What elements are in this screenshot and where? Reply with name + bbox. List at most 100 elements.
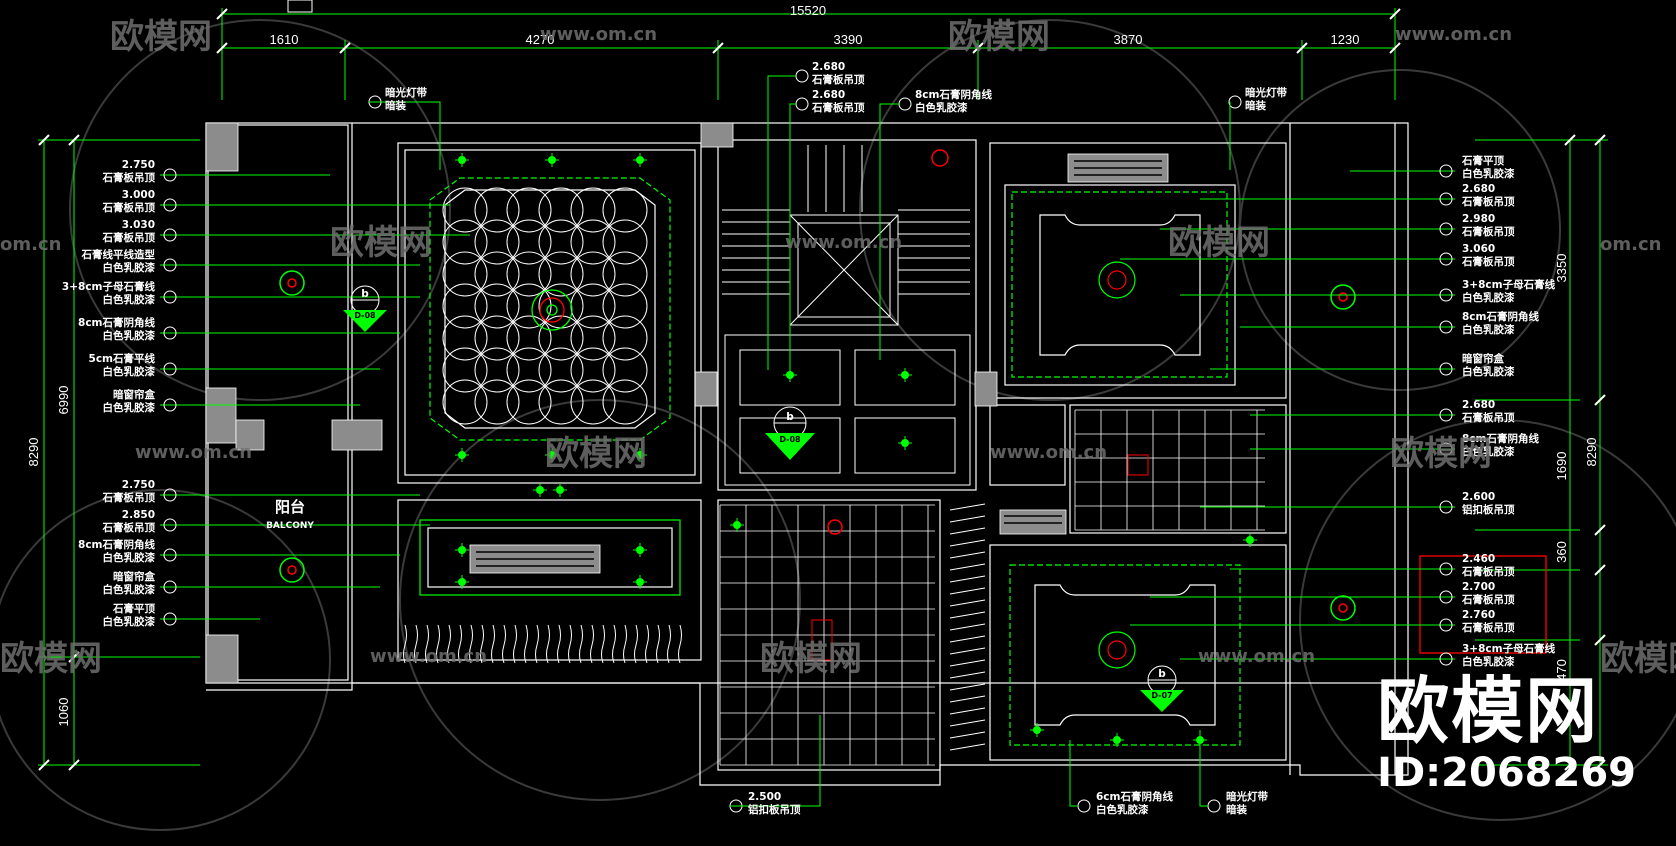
dim-top-seg-3: 3390: [834, 32, 863, 47]
room-name-en: BALCONY: [266, 521, 314, 531]
svg-text:2.680: 2.680: [1462, 399, 1495, 411]
svg-text:石膏板吊顶: 石膏板吊顶: [1461, 225, 1515, 238]
svg-text:石膏板吊顶: 石膏板吊顶: [1461, 565, 1515, 578]
ceiling-lamps: [279, 149, 1356, 621]
svg-text:www.om.cn: www.om.cn: [1198, 646, 1315, 667]
svg-text:3.060: 3.060: [1462, 243, 1495, 255]
svg-text:石膏板吊顶: 石膏板吊顶: [1461, 621, 1515, 634]
svg-text:欧模网: 欧模网: [1600, 639, 1676, 679]
svg-text:D-07: D-07: [1151, 691, 1172, 700]
curtain-fold-pattern: [403, 624, 682, 664]
svg-text:白色乳胶漆: 白色乳胶漆: [1462, 291, 1515, 304]
brand-logo: 欧模网: [1377, 669, 1600, 753]
svg-text:石膏板吊顶: 石膏板吊顶: [102, 201, 156, 214]
svg-text:暗光灯带: 暗光灯带: [385, 86, 427, 99]
svg-text:石膏线平线造型: 石膏线平线造型: [81, 248, 156, 261]
svg-text:om.cn: om.cn: [0, 234, 61, 255]
svg-text:www.om.cn: www.om.cn: [785, 232, 902, 253]
svg-text:石膏板吊顶: 石膏板吊顶: [102, 521, 156, 534]
dim-right-seg-1: 3350: [1554, 254, 1569, 283]
svg-text:2.980: 2.980: [1462, 213, 1495, 225]
svg-text:om.cn: om.cn: [1600, 234, 1661, 255]
svg-text:2.850: 2.850: [122, 509, 155, 521]
vent-slots: [476, 160, 1162, 567]
svg-text:白色乳胶漆: 白色乳胶漆: [1462, 365, 1515, 378]
bathroom-tile-grid-2: [1074, 409, 1265, 531]
svg-text:石膏平顶: 石膏平顶: [112, 602, 155, 615]
svg-text:白色乳胶漆: 白色乳胶漆: [1462, 655, 1515, 668]
dim-top-total: 15520: [790, 3, 826, 18]
svg-text:暗装: 暗装: [1245, 99, 1267, 112]
dining-ceiling: [419, 519, 681, 596]
dim-right-seg-2: 1690: [1554, 452, 1569, 481]
downlight-fixtures: [455, 153, 1257, 747]
dim-left-seg-1: 6990: [56, 386, 71, 415]
svg-text:白色乳胶漆: 白色乳胶漆: [1462, 445, 1515, 458]
section-mark-3: b D-07: [1140, 665, 1184, 712]
svg-text:石膏板吊顶: 石膏板吊顶: [102, 231, 156, 244]
fixture-red: [811, 619, 833, 661]
svg-text:欧模网: 欧模网: [0, 639, 102, 679]
dim-left-seg-2: 1060: [56, 698, 71, 727]
dim-right-seg-3: 360: [1554, 541, 1569, 563]
svg-text:石膏板吊顶: 石膏板吊顶: [1461, 255, 1515, 268]
svg-text:www.om.cn: www.om.cn: [990, 442, 1107, 463]
svg-text:石膏板吊顶: 石膏板吊顶: [102, 491, 156, 504]
section-mark-2: b D-08: [765, 406, 815, 460]
svg-text:石膏板吊顶: 石膏板吊顶: [811, 101, 865, 114]
svg-text:欧模网: 欧模网: [948, 17, 1050, 57]
svg-text:6cm石膏阴角线: 6cm石膏阴角线: [1096, 790, 1173, 803]
svg-text:白色乳胶漆: 白色乳胶漆: [103, 329, 156, 342]
svg-text:8cm石膏阴角线: 8cm石膏阴角线: [78, 538, 155, 551]
svg-text:3+8cm子母石膏线: 3+8cm子母石膏线: [1462, 278, 1556, 291]
svg-text:暗窗帘盒: 暗窗帘盒: [113, 388, 155, 401]
svg-text:石膏板吊顶: 石膏板吊顶: [102, 171, 156, 184]
svg-text:D-08: D-08: [354, 311, 376, 320]
svg-text:3.000: 3.000: [122, 189, 155, 201]
svg-text:石膏板吊顶: 石膏板吊顶: [1461, 411, 1515, 424]
drawing-frame-corner: [287, 0, 313, 13]
svg-text:石膏板吊顶: 石膏板吊顶: [811, 73, 865, 86]
svg-text:2.750: 2.750: [122, 159, 155, 171]
svg-text:b: b: [786, 411, 794, 423]
brand-id: ID:2068269: [1377, 750, 1636, 796]
dim-right-total: 8290: [1584, 438, 1599, 467]
svg-text:3.030: 3.030: [122, 219, 155, 231]
svg-text:欧模网: 欧模网: [1390, 434, 1492, 474]
ceiling-lattice-pattern: [442, 187, 648, 425]
svg-text:白色乳胶漆: 白色乳胶漆: [103, 551, 156, 564]
fixture-red-2: [1127, 454, 1149, 476]
living-room-ceiling: [404, 149, 696, 476]
svg-text:欧模网: 欧模网: [1168, 223, 1270, 263]
svg-text:白色乳胶漆: 白色乳胶漆: [1096, 803, 1149, 816]
label-leader-lines: [160, 69, 1455, 813]
chandelier-living: [531, 289, 573, 331]
svg-text:石膏板吊顶: 石膏板吊顶: [1461, 593, 1515, 606]
svg-text:石膏板吊顶: 石膏板吊顶: [1461, 195, 1515, 208]
svg-text:白色乳胶漆: 白色乳胶漆: [103, 615, 156, 628]
brand-badge: 欧模网 ID:2068269: [1377, 672, 1636, 796]
svg-text:暗窗帘盒: 暗窗帘盒: [1462, 352, 1504, 365]
watermark-circles: [0, 19, 1676, 831]
svg-text:8cm石膏阴角线: 8cm石膏阴角线: [915, 88, 992, 101]
dim-left-total: 8290: [26, 438, 41, 467]
